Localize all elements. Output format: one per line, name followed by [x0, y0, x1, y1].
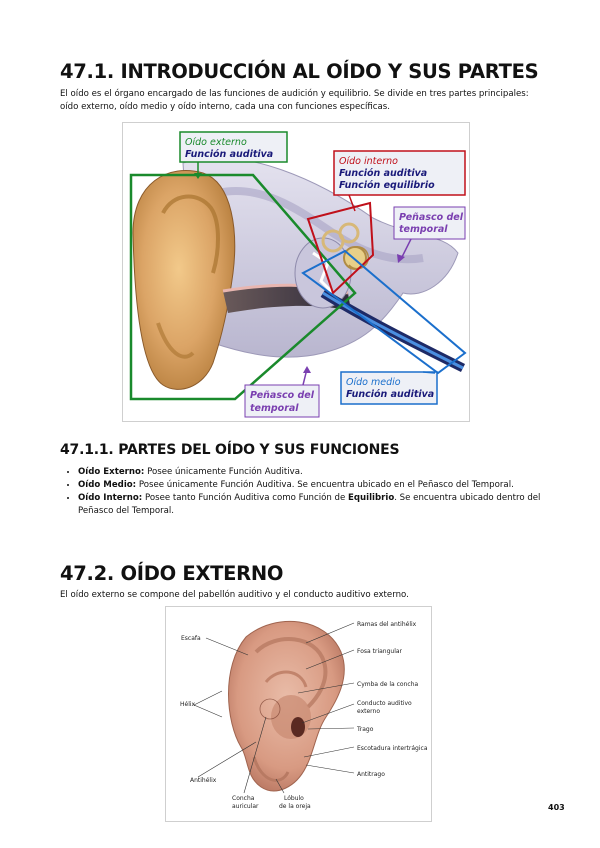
external-ear-title: Oído externo — [185, 137, 247, 148]
petrous-bottom-label-box — [244, 384, 320, 418]
external-ear-function: Función auditiva — [185, 149, 273, 160]
internal-ear-title: Oído interno — [339, 156, 398, 167]
list-item: Oído Medio: Posee únicamente Función Aud… — [78, 479, 548, 491]
section-title-introduccion: 47.1. INTRODUCCIÓN AL OÍDO Y SUS PARTES — [60, 60, 539, 83]
middle-ear-outline — [301, 249, 467, 375]
subsection-title-partes: 47.1.1. PARTES DEL OÍDO Y SUS FUNCIONES — [60, 442, 400, 458]
ear-anatomy-illustration: Oído externo Función auditiva Oído inter… — [123, 123, 469, 421]
label-helix: Hélix — [180, 701, 196, 708]
label-antihelix: Antihélix — [190, 777, 217, 784]
label-ramas: Ramas del antihélix — [357, 621, 417, 628]
external-ear-illustration: Escafa Hélix Antihélix Concha auricular … — [166, 607, 431, 821]
ear-anatomy-figure: Oído externo Función auditiva Oído inter… — [122, 122, 470, 422]
section-intro-paragraph: El oído es el órgano encargado de las fu… — [60, 89, 529, 112]
petrous-top-label-2: temporal — [399, 224, 448, 235]
internal-ear-outline — [306, 201, 375, 295]
middle-ear-function: Función auditiva — [346, 389, 434, 400]
petrous-bottom-label-2: temporal — [250, 403, 299, 414]
internal-ear-function-1: Función auditiva — [339, 168, 427, 179]
label-cymba: Cymba de la concha — [357, 681, 419, 688]
external-ear-label-box — [179, 131, 288, 163]
external-ear-figure: Escafa Hélix Antihélix Concha auricular … — [165, 606, 432, 822]
middle-ear-label-box — [340, 371, 438, 405]
section-title-oido-externo: 47.2. OÍDO EXTERNO — [60, 562, 284, 585]
petrous-top-label-box — [393, 206, 466, 240]
label-lobulo-2: de la oreja — [279, 803, 311, 810]
label-conducto-2: externo — [357, 708, 380, 715]
external-ear-outline — [129, 173, 357, 401]
label-escotadura: Escotadura intertrágica — [357, 745, 428, 752]
list-item: Oído Externo: Posee únicamente Función A… — [78, 466, 548, 478]
label-conducto-1: Conducto auditivo — [357, 700, 412, 707]
label-concha-2: auricular — [232, 803, 259, 810]
label-fosa: Fosa triangular — [357, 648, 403, 655]
label-escafa: Escafa — [181, 635, 201, 642]
label-antitrago: Antitrago — [357, 771, 385, 778]
page-number: 403 — [548, 803, 565, 812]
middle-ear-title: Oído medio — [346, 377, 401, 388]
label-concha-1: Concha — [232, 795, 255, 802]
petrous-top-label-1: Peñasco del — [399, 212, 464, 223]
internal-ear-function-2: Función equilibrio — [339, 180, 435, 191]
label-lobulo-1: Lóbulo — [284, 795, 304, 802]
section-2-intro-paragraph: El oído externo se compone del pabellón … — [60, 590, 409, 600]
list-item: Oído Interno: Posee tanto Función Auditi… — [78, 492, 548, 516]
ear-parts-list: Oído Externo: Posee únicamente Función A… — [60, 466, 548, 518]
petrous-bottom-label-1: Peñasco del — [250, 390, 315, 401]
label-trago: Trago — [356, 726, 374, 733]
internal-ear-label-box — [333, 150, 466, 196]
